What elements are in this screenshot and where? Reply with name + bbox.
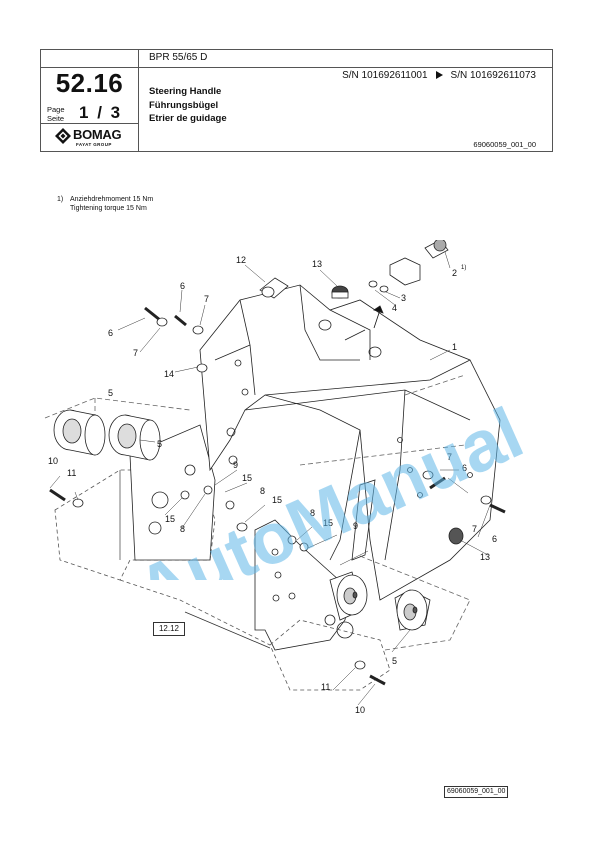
- drawing-number: 69060059_001_00: [473, 140, 536, 149]
- callout-2-footnote: 1): [461, 265, 466, 271]
- bomag-logo: BOMAG FAYAT GROUP: [55, 127, 135, 149]
- logo-subtitle: FAYAT GROUP: [76, 142, 112, 147]
- callout-7-right-top: 7: [447, 452, 452, 462]
- title-en: Steering Handle: [149, 86, 222, 97]
- callout-6-right: 6: [492, 534, 497, 544]
- callout-8-a: 8: [260, 486, 265, 496]
- callout-14: 14: [164, 369, 174, 379]
- footnote: 1) Anziehdrehmoment 15 Nm Tightening torq…: [57, 195, 153, 213]
- title-de: Führungsbügel: [149, 99, 219, 111]
- callout-7-left: 7: [133, 348, 138, 358]
- page-label: Page Seite: [47, 105, 65, 123]
- section-number: 52.16: [55, 68, 124, 98]
- callout-10-left: 10: [48, 456, 58, 466]
- divider: [138, 67, 552, 68]
- callout-15-b: 15: [272, 495, 282, 505]
- divider: [41, 123, 138, 124]
- divider: [138, 50, 139, 151]
- title-fr: Etrier de guidage: [149, 113, 227, 124]
- serial-range: S/N 101692611001 S/N 101692611073: [342, 70, 536, 81]
- callout-1: 1: [452, 342, 457, 352]
- footnote-en: Tightening torque 15 Nm: [70, 205, 147, 212]
- page-separator: /: [97, 103, 102, 122]
- callout-5-top: 5: [108, 388, 113, 398]
- callout-7-right: 7: [472, 524, 477, 534]
- callout-7-top: 7: [204, 294, 209, 304]
- callout-10-bottom: 10: [355, 705, 365, 715]
- callout-11-bottom: 11: [321, 682, 330, 692]
- callout-9-left: 9: [233, 460, 238, 470]
- serial-to: S/N 101692611073: [450, 70, 536, 81]
- callout-6-left: 6: [108, 328, 113, 338]
- exploded-parts-drawing: 1 2 1) 3 4 12 13 6 7 6 7 14 5 5 9 15 8 1…: [44, 240, 506, 715]
- serial-from: S/N 101692611001: [342, 70, 428, 81]
- machine-model: BPR 55/65 D: [149, 52, 208, 63]
- reference-box: 12.12: [153, 622, 185, 636]
- page-total: 3: [110, 103, 121, 122]
- callout-2: 2: [452, 268, 457, 278]
- callout-15-c: 15: [165, 514, 175, 524]
- callout-5-mid: 5: [157, 439, 162, 449]
- part-title: Steering Handle Führungsbügel Etrier de …: [149, 85, 227, 126]
- callout-13-right: 13: [480, 552, 490, 562]
- callout-8-b: 8: [180, 524, 185, 534]
- logo-word: BOMAG: [73, 127, 122, 142]
- arrow-right-icon: [435, 71, 443, 79]
- callout-6-top: 6: [180, 281, 185, 291]
- callout-4: 4: [392, 303, 397, 313]
- callout-15-d: 15: [323, 518, 333, 528]
- callout-9-right: 9: [353, 521, 358, 531]
- callout-12: 12: [236, 255, 246, 265]
- callout-6-right-top: 6: [462, 463, 467, 473]
- page-number: 1 / 3: [79, 103, 120, 123]
- page-label-de: Seite: [47, 114, 65, 123]
- divider: [41, 67, 138, 68]
- footnote-index: 1): [57, 196, 64, 203]
- callout-8-c: 8: [310, 508, 315, 518]
- callout-5-bottom: 5: [392, 656, 397, 666]
- page-label-en: Page: [47, 105, 65, 114]
- bomag-diamond-icon: [55, 128, 71, 144]
- callout-15-a: 15: [242, 473, 252, 483]
- callout-3: 3: [401, 293, 406, 303]
- footnote-de: Anziehdrehmoment 15 Nm: [70, 196, 154, 203]
- page-current: 1: [79, 103, 89, 122]
- callout-13-top: 13: [312, 259, 322, 269]
- footer-drawing-number: 69060059_001_00: [444, 786, 509, 798]
- callout-11-left: 11: [67, 468, 76, 478]
